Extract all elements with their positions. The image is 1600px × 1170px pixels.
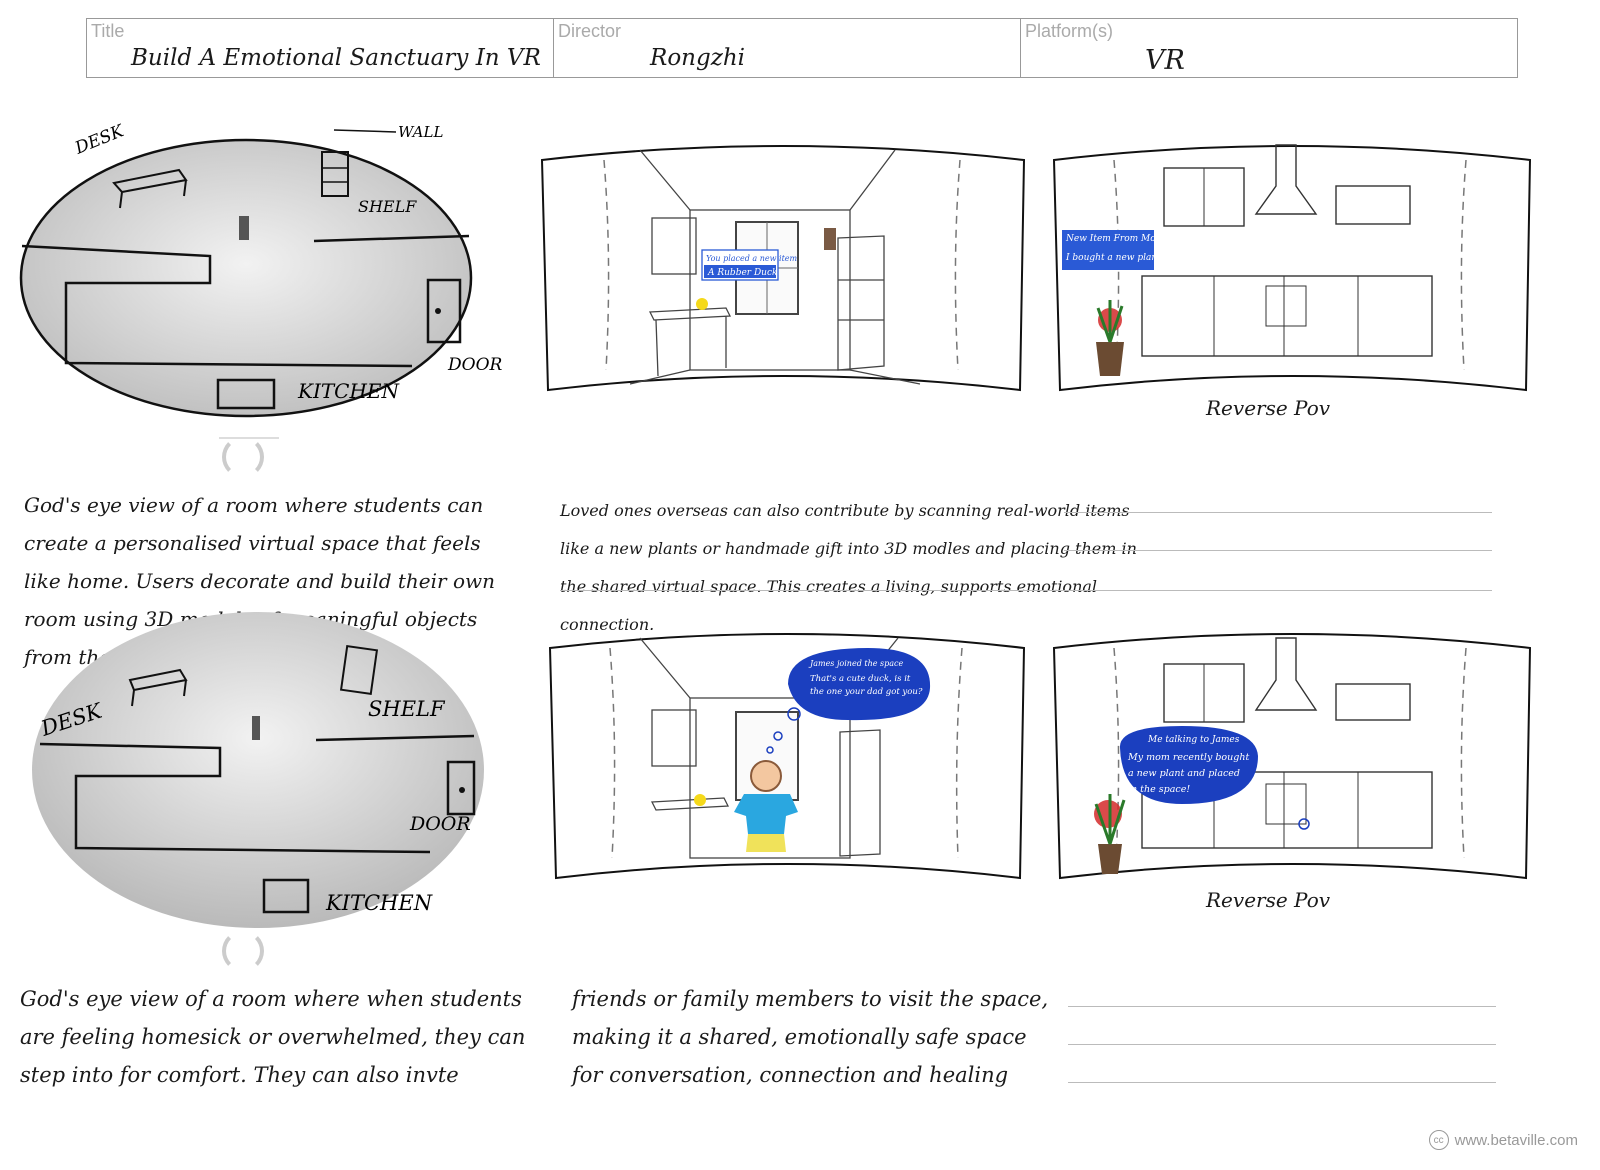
director-label: Director: [558, 21, 622, 41]
kitchen-panel-2: Me talking to James My mom recently boug…: [1052, 633, 1532, 880]
panel3-reverse-label: Reverse Pov: [1206, 396, 1331, 420]
panel3-bubble-line1: New Item From Mom: [1065, 234, 1164, 244]
rotate-icon: [222, 436, 264, 478]
kitchen-panel-1: New Item From Mom I bought a new plant: [1052, 144, 1532, 392]
title-value: Build A Emotional Sanctuary In VR: [131, 45, 541, 71]
panel2b-bubble-line1: James joined the space: [808, 659, 903, 668]
platform-label: Platform(s): [1025, 21, 1114, 41]
storyboard-header: Title Build A Emotional Sanctuary In VR …: [86, 18, 1518, 78]
map1-shelf-label: SHELF: [358, 197, 417, 216]
map2-kitchen-label: KITCHEN: [325, 891, 433, 915]
panel2b-bubble-line3: the one your dad got you?: [810, 687, 923, 697]
room-panel-1: You placed a new item A Rubber Duck: [540, 145, 1026, 392]
rule: [1068, 1082, 1496, 1083]
row2-caption-right: friends or family members to visit the s…: [572, 987, 1049, 1087]
title-cell: Title Build A Emotional Sanctuary In VR: [87, 19, 554, 77]
map1-kitchen-label: KITCHEN: [297, 379, 401, 403]
title-label: Title: [91, 21, 125, 41]
director-value: Rongzhi: [650, 45, 745, 71]
panel2-bubble-line1: You placed a new item: [706, 254, 798, 263]
map1-wall-label: WALL: [398, 123, 443, 141]
rotate-icon: [222, 930, 264, 972]
panel3b-bubble-line4: in the space!: [1128, 784, 1190, 795]
panel2-bubble-line2: A Rubber Duck: [707, 268, 777, 278]
panel3b-bubble-line3: a new plant and placed: [1128, 768, 1240, 779]
platform-cell: Platform(s) VR: [1021, 19, 1515, 77]
panel3b-bubble-line2: My mom recently bought: [1127, 752, 1249, 763]
footer: cc www.betaville.com: [1428, 1130, 1578, 1150]
director-cell: Director Rongzhi: [554, 19, 1021, 77]
rule: [1064, 550, 1492, 551]
panel3-bubble-line2: I bought a new plant: [1065, 253, 1161, 263]
rule: [1064, 512, 1492, 513]
map1-door-label: DOOR: [447, 355, 503, 375]
map-panel-2: DESK SHELF DOOR KITCHEN: [32, 612, 484, 928]
row2-caption-left: God's eye view of a room where when stud…: [20, 987, 526, 1087]
panel3b-bubble-line1: Me talking to James: [1147, 735, 1240, 745]
rule: [560, 590, 1492, 591]
rule: [1068, 1044, 1496, 1045]
map2-door-label: DOOR: [409, 813, 471, 835]
panel2b-bubble-line2: That's a cute duck, is it: [810, 674, 911, 684]
creative-commons-icon: cc: [1428, 1130, 1449, 1150]
footer-url[interactable]: www.betaville.com: [1454, 1131, 1578, 1149]
map-panel-1: DESK WALL SHELF DOOR KITCHEN: [19, 121, 503, 439]
rule: [1068, 1006, 1496, 1007]
map2-shelf-label: SHELF: [368, 697, 446, 721]
map1-desk-label: DESK: [71, 121, 127, 159]
platform-value: VR: [1145, 45, 1185, 76]
panel3b-reverse-label: Reverse Pov: [1206, 888, 1331, 912]
room-panel-2: James joined the space That's a cute duc…: [548, 633, 1026, 880]
row1-caption-right: Loved ones overseas can also contribute …: [560, 501, 1137, 634]
